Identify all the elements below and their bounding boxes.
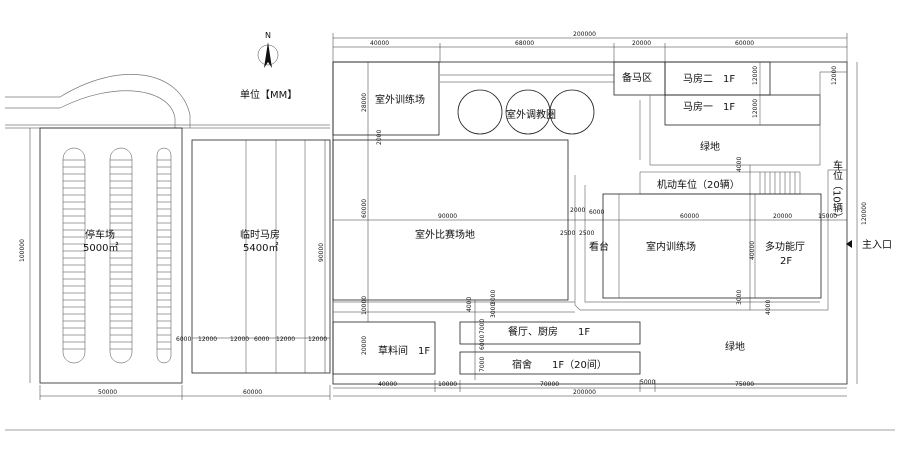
green-bottom-label: 绿地 — [725, 340, 745, 353]
dim-ts-12000a: 12000 — [198, 336, 217, 343]
stable1-label: 马房一 1F — [683, 100, 735, 113]
dim-top-20000: 20000 — [632, 40, 651, 47]
tuning-circle-1 — [457, 89, 503, 135]
dim-top-40000: 40000 — [370, 40, 389, 47]
vertical-parking-label: 车位（10辆） — [831, 159, 843, 223]
parking-row-1 — [62, 147, 86, 364]
dim-v-10000: 10000 — [361, 296, 368, 315]
dim-h-2000: 2000 — [570, 207, 585, 214]
dim-ts-12000d: 12000 — [308, 336, 327, 343]
dim-v-12000a: 12000 — [752, 66, 759, 85]
north-arrow-icon — [264, 42, 272, 68]
dim-v-3000a: 3000 — [736, 290, 743, 305]
dim-v-3000c: 3000 — [490, 303, 497, 318]
dim-h-20000: 20000 — [773, 213, 792, 220]
loop-road — [574, 169, 847, 311]
temp-stable-label: 临时马房 — [240, 228, 280, 241]
parking-row-3 — [156, 147, 172, 364]
green-top-label: 绿地 — [700, 140, 720, 153]
hay-room — [332, 321, 436, 375]
dim-v-4000b: 4000 — [765, 300, 772, 315]
stable2-label: 马房二 1F — [683, 72, 735, 85]
dim-left-50000: 50000 — [98, 389, 117, 396]
dim-left-60000: 60000 — [243, 389, 262, 396]
dim-top-60000: 60000 — [735, 40, 754, 47]
unit-label: 单位【MM】 — [240, 88, 297, 101]
north-label: N — [265, 31, 271, 40]
dim-v-28000: 28000 — [361, 93, 368, 112]
dim-bot-10000: 10000 — [438, 381, 457, 388]
outdoor-training-field — [332, 61, 440, 136]
dim-v-12000c: 12000 — [831, 66, 838, 85]
tuning-circle-3 — [549, 89, 595, 135]
multi-hall-label: 多功能厅 — [765, 240, 805, 253]
outdoor-competition-label: 室外比赛场地 — [415, 228, 475, 241]
parking-stall-rows — [62, 147, 172, 364]
dim-ts-12000c: 12000 — [276, 336, 295, 343]
dim-total-top: 200000 — [573, 31, 596, 38]
dim-total-bottom: 200000 — [573, 389, 596, 396]
dormitory — [459, 351, 641, 375]
parking-area: 5000㎡ — [83, 242, 118, 254]
dim-v-4000c: 4000 — [466, 297, 473, 312]
dim-left-100000: 100000 — [19, 239, 26, 262]
hay-room-label: 草料间 1F — [378, 344, 430, 357]
dim-bot-75000: 75000 — [735, 381, 754, 388]
parking-label: 停车场 — [85, 228, 115, 241]
dim-v-6000: 6000 — [479, 335, 486, 350]
dim-h-6000: 6000 — [589, 209, 604, 216]
dim-v-60000: 60000 — [361, 199, 368, 218]
dim-bot-70000: 70000 — [540, 381, 559, 388]
entrance-arrow-icon — [846, 240, 852, 248]
outdoor-training-label: 室外训练场 — [375, 93, 425, 106]
dim-ts-6000b: 6000 — [254, 336, 269, 343]
dim-v-12000b: 12000 — [752, 99, 759, 118]
indoor-training-label: 室内训练场 — [646, 240, 696, 253]
temp-stable — [191, 139, 331, 374]
dim-v-3000b: 3000 — [490, 290, 497, 305]
top-dimensions — [332, 33, 848, 62]
dim-v-20000: 20000 — [361, 336, 368, 355]
dim-ts-6000a: 6000 — [176, 336, 191, 343]
dim-v-7000a: 7000 — [479, 319, 486, 334]
multi-hall-floor: 2F — [780, 256, 792, 267]
dim-ts-12000b: 12000 — [230, 336, 249, 343]
dorm-label: 宿舍 1F（20间） — [512, 358, 607, 371]
access-road-outer — [5, 74, 191, 128]
dim-h-60000: 60000 — [680, 213, 699, 220]
dim-h-2500b: 2500 — [579, 230, 594, 237]
dim-h-15000: 15000 — [818, 213, 837, 220]
dining-label: 餐厅、厨房 1F — [508, 325, 590, 338]
motor-stalls — [759, 172, 796, 194]
dim-v-90000: 90000 — [318, 243, 325, 262]
dim-h-2500a: 2500 — [560, 230, 575, 237]
dim-bot-40000: 40000 — [378, 381, 397, 388]
main-entrance-label: 主入口 — [862, 239, 892, 251]
stand-label: 看台 — [589, 240, 609, 253]
dim-h-90000: 90000 — [438, 213, 457, 220]
parking-lot — [39, 127, 183, 384]
dim-v-4000a: 4000 — [736, 157, 743, 172]
dim-right-120000: 120000 — [861, 202, 868, 225]
temp-stable-area: 5400㎡ — [243, 242, 278, 254]
dim-v-7000b: 7000 — [479, 357, 486, 372]
reserve-label: 备马区 — [622, 71, 652, 84]
parking-row-2 — [109, 147, 133, 364]
access-road-inner — [5, 90, 176, 128]
motor-parking-label: 机动车位（20辆） — [657, 178, 740, 191]
top-right-road — [649, 71, 847, 166]
loop-road-inner — [584, 185, 820, 303]
outdoor-tuning-label: 室外调教圈 — [506, 108, 556, 121]
indoor-training-building — [602, 193, 822, 299]
bottom-dimensions — [29, 62, 858, 400]
dim-top-68000: 68000 — [515, 40, 534, 47]
parking-stall-lines — [63, 159, 171, 350]
dim-v-2000: 2000 — [376, 130, 383, 145]
dim-v-40000: 40000 — [749, 241, 756, 260]
dim-bot-5000: 5000 — [640, 379, 655, 386]
dining-kitchen — [459, 321, 641, 345]
